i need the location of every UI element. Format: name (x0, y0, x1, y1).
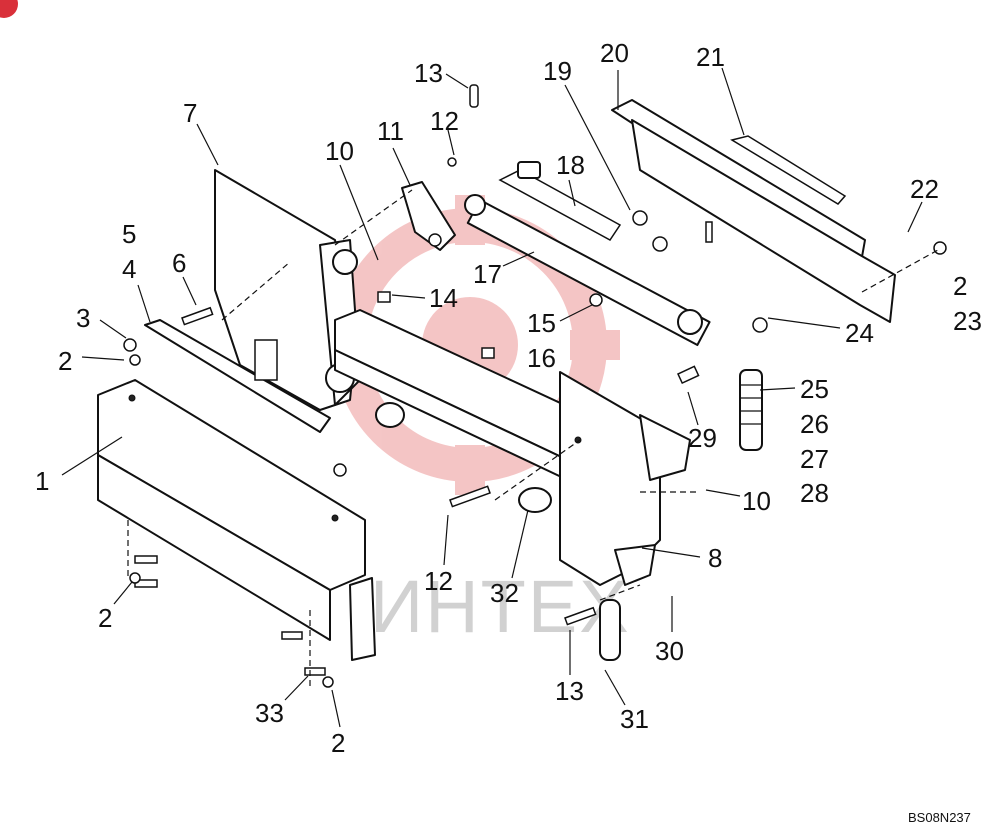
part-1-cover-plate (97, 379, 376, 661)
callout-25: 25 (800, 374, 829, 404)
callout-2-bottom: 2 (331, 728, 345, 758)
callout-14: 14 (429, 283, 458, 313)
callout-3: 3 (76, 303, 90, 333)
callout-7: 7 (183, 98, 197, 128)
watermark-text: ИНТЕХ (370, 565, 631, 648)
part-31-handle (599, 599, 621, 661)
callout-2-right: 2 (953, 271, 967, 301)
callout-30: 30 (655, 636, 684, 666)
part-18-link-arm (498, 161, 622, 241)
callout-28: 28 (800, 478, 829, 508)
callout-11: 11 (377, 116, 404, 146)
callout-21: 21 (696, 42, 725, 72)
callout-10-top: 10 (325, 136, 354, 166)
part-21-slotted-plate (730, 135, 847, 205)
callout-13-top: 13 (414, 58, 443, 88)
callout-23: 23 (953, 306, 982, 336)
callout-27: 27 (800, 444, 829, 474)
callout-32: 32 (490, 578, 519, 608)
part-11-latch (401, 181, 456, 251)
part-4-strip (144, 319, 331, 433)
callout-12-bottom: 12 (424, 566, 453, 596)
alignment-lines (127, 189, 939, 690)
callout-31: 31 (620, 704, 649, 734)
callout-18: 18 (556, 150, 585, 180)
callout-1: 1 (35, 466, 49, 496)
figure-id: BS08N237 (908, 810, 971, 825)
callout-6: 6 (172, 248, 186, 278)
part-17-cylinder (464, 194, 711, 347)
callout-19: 19 (543, 56, 572, 86)
callout-10-right: 10 (742, 486, 771, 516)
part-20-upper-bracket (611, 99, 896, 323)
callout-20: 20 (600, 38, 629, 68)
callout-15: 15 (527, 308, 556, 338)
part-25-spring (739, 369, 763, 451)
callout-4: 4 (122, 254, 136, 284)
part-32-bushing (375, 402, 552, 513)
callout-22: 22 (910, 174, 939, 204)
part-8-right-plate (559, 371, 691, 586)
fasteners (123, 84, 947, 688)
leader-lines (61, 67, 923, 728)
callout-29: 29 (688, 423, 717, 453)
callout-26: 26 (800, 409, 829, 439)
callout-2-left: 2 (58, 346, 72, 376)
callout-33: 33 (255, 698, 284, 728)
corner-badge (0, 0, 18, 18)
callout-16: 16 (527, 343, 556, 373)
callout-17: 17 (473, 259, 502, 289)
callout-24: 24 (845, 318, 874, 348)
callout-2-bottom-left: 2 (98, 603, 112, 633)
callout-13-bottom: 13 (555, 676, 584, 706)
callout-12-top: 12 (430, 106, 459, 136)
callout-5: 5 (122, 219, 136, 249)
callout-8: 8 (708, 543, 722, 573)
